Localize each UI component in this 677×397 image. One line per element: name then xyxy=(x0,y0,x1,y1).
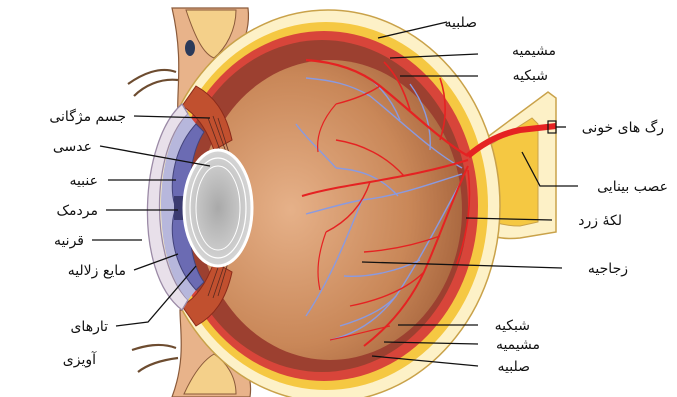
label-choroid-bottom: مشیمیه xyxy=(496,337,540,353)
label-iris: عنبیه xyxy=(69,173,98,189)
label-retina-top: شبکیه xyxy=(513,68,548,84)
label-zonular-fibers-2: آویزی xyxy=(63,351,97,368)
label-cornea: قرنیه xyxy=(54,233,84,249)
label-aqueous-humor: مایع زلالیه xyxy=(68,263,126,279)
label-sclera-top: صلبیه xyxy=(445,15,477,31)
label-zonular-fibers-1: تارهای xyxy=(70,319,108,335)
label-blood-vessels: رگ های خونی xyxy=(582,118,664,136)
label-choroid-top: مشیمیه xyxy=(512,43,556,59)
label-optic-nerve: عصب بینایی xyxy=(597,179,668,195)
label-pupil: مردمک xyxy=(57,203,99,219)
lens xyxy=(184,150,252,266)
label-retina-bottom: شبکیه xyxy=(495,318,530,334)
label-vitreous: زجاجیه xyxy=(588,261,628,277)
label-sclera-bottom: صلبیه xyxy=(498,359,530,375)
label-macula: لکهٔ زرد xyxy=(578,213,622,229)
label-lens: عدسی xyxy=(53,139,92,155)
label-ciliary-body: جسم مژگانی xyxy=(49,108,126,125)
